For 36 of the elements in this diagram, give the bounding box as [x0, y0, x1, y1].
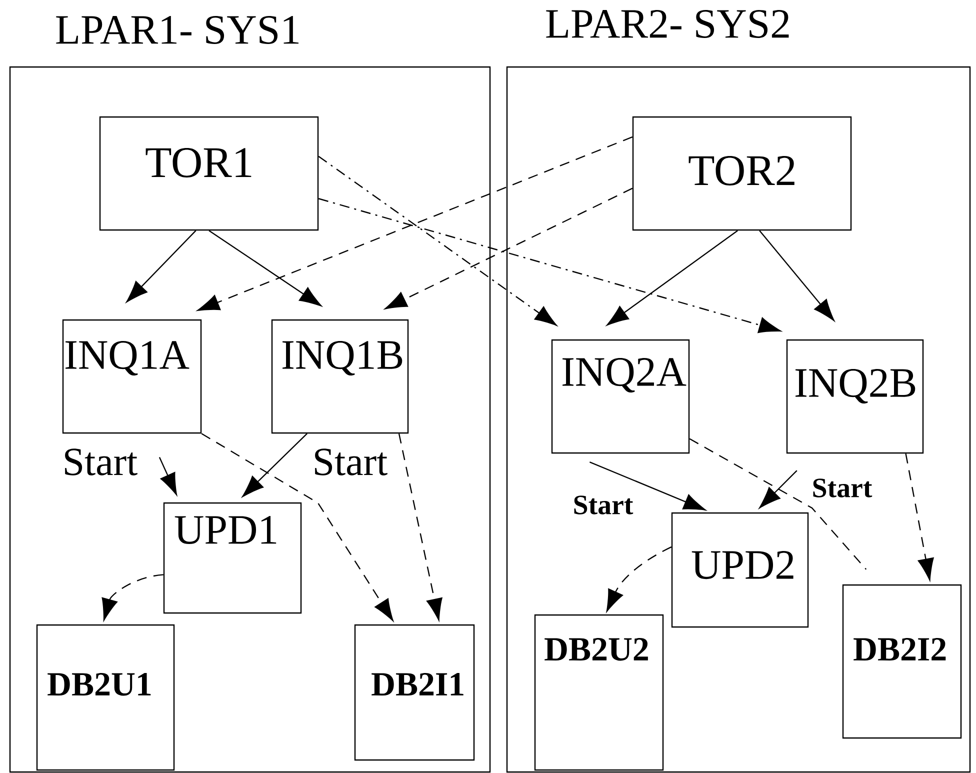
- dashed-arrow: [201, 433, 394, 622]
- edge-label: Start: [810, 478, 874, 498]
- dashed-arrow: [384, 188, 633, 310]
- arrow: [589, 461, 706, 510]
- process-box: TOR2: [632, 116, 852, 231]
- database-box: DB2U2: [534, 614, 664, 771]
- process-box: INQ2B: [786, 339, 924, 454]
- database-box: DB2I2: [842, 584, 962, 739]
- arrow: [606, 230, 738, 326]
- dashed-arrow: [905, 453, 934, 580]
- edge-label: Start: [311, 448, 389, 476]
- arrow: [759, 230, 834, 322]
- dashed-arrow: [398, 433, 442, 620]
- process-box: TOR1: [99, 116, 319, 231]
- process-box: INQ1B: [271, 319, 409, 434]
- dashed-line: [689, 438, 867, 570]
- process-box: INQ1A: [62, 319, 202, 434]
- dashed-arrow: [318, 198, 781, 334]
- arrow: [242, 433, 308, 497]
- dashed-arrow: [102, 574, 164, 621]
- dashed-arrow: [606, 546, 672, 612]
- arrow: [208, 230, 322, 306]
- node-label: LPAR2- SYS2: [546, 10, 789, 38]
- dashed-arrow: [197, 136, 633, 311]
- process-box: UPD2: [671, 512, 809, 628]
- dashed-arrow: [318, 156, 557, 326]
- edge-label: Start: [572, 494, 634, 516]
- arrow: [158, 457, 178, 496]
- arrow: [759, 470, 798, 508]
- database-box: DB2U1: [36, 624, 175, 771]
- arrow: [126, 230, 196, 302]
- node-label: LPAR1- SYS1: [56, 16, 299, 44]
- process-box: UPD1: [163, 502, 302, 614]
- process-box: INQ2A: [551, 339, 690, 454]
- edge-label: Start: [61, 448, 139, 476]
- database-box: DB2I1: [354, 624, 475, 761]
